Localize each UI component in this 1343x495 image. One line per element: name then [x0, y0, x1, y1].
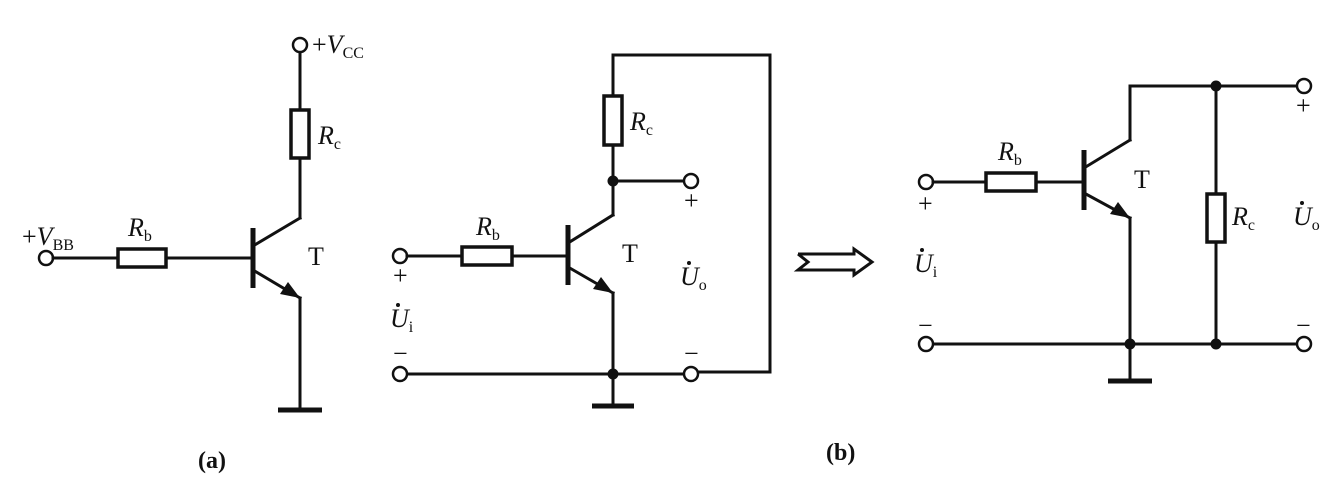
rc-label-b2: Rc [1231, 202, 1255, 234]
ui-minus-sign-b2: − [918, 311, 933, 340]
ground-node-b2 [1124, 338, 1136, 350]
rb-label-a: Rb [127, 213, 152, 245]
rc-resistor-a [289, 108, 311, 160]
uo-minus-sign-b2: − [1296, 311, 1311, 340]
rc-label-b1: Rc [629, 107, 653, 139]
vcc-terminal [291, 36, 309, 54]
rb-label-b1: Rb [475, 212, 500, 244]
supply-loop-wire-b1 [611, 53, 772, 374]
ui-plus-sign-b2: + [918, 189, 933, 218]
vbb-label: +VBB [22, 222, 74, 254]
ui-label-b2: Ui [914, 249, 938, 281]
rc-resistor-b2 [1205, 192, 1227, 244]
ui-plus-sign-b1: + [393, 261, 408, 290]
uo-label-b2: Uo [1293, 202, 1320, 234]
ui-phasor-dot-b1 [396, 303, 400, 307]
uo-phasor-dot-b2 [1300, 201, 1304, 205]
ui-plus-terminal-b2 [917, 173, 935, 191]
uo-plus-terminal-b2 [1295, 77, 1313, 95]
uo-phasor-dot-b1 [687, 261, 691, 265]
rc-resistor-b1 [602, 94, 624, 147]
equivalence-arrow [793, 246, 875, 278]
collector-lead-b1 [565, 212, 616, 246]
rb-label-b2: Rb [997, 137, 1022, 169]
ui-minus-terminal-b2 [917, 335, 935, 353]
rb-resistor-a [116, 247, 168, 269]
transistor-label-b1: T [622, 239, 638, 268]
rb-resistor-b1 [460, 245, 514, 267]
rb-resistor-b2 [984, 171, 1038, 193]
collector-lead-b2 [1081, 137, 1133, 171]
transistor-label-a: T [308, 242, 324, 271]
emitter-arrow-a [280, 282, 300, 298]
uo-minus-terminal-b2 [1295, 335, 1313, 353]
collector-lead-a [250, 215, 303, 249]
rc-node-b2 [1210, 338, 1222, 350]
vcc-label: +VCC [312, 30, 364, 62]
emitter-arrow-b2 [1110, 202, 1130, 218]
uo-plus-terminal-b1 [682, 172, 700, 190]
ui-phasor-dot-b2 [920, 248, 924, 252]
panel-b-right: Rb Rc T + − + − Ui Uo [914, 77, 1320, 384]
ui-minus-sign-b1: − [393, 339, 408, 368]
ground-node-b1 [607, 368, 619, 380]
vbb-terminal [37, 249, 55, 267]
ui-label-b1: Ui [390, 304, 414, 336]
ui-minus-terminal-b1 [391, 365, 409, 383]
transistor-label-b2: T [1134, 165, 1150, 194]
uo-minus-terminal-b1 [682, 365, 700, 383]
uo-plus-sign-b2: + [1296, 91, 1311, 120]
uo-minus-sign-b1: − [684, 339, 699, 368]
rc-label-a: Rc [317, 121, 341, 153]
caption-a: (a) [198, 448, 226, 474]
caption-b: (b) [826, 440, 855, 466]
emitter-arrow-b1 [593, 277, 613, 293]
top-rail-b2 [1128, 84, 1299, 142]
uo-label-b1: Uo [680, 262, 707, 294]
panel-a: +VBB +VCC Rb Rc T (a) [22, 30, 364, 474]
uo-plus-sign-b1: + [684, 186, 699, 215]
panel-b-left: Rb Rc T + − + − Ui Uo [390, 53, 772, 409]
